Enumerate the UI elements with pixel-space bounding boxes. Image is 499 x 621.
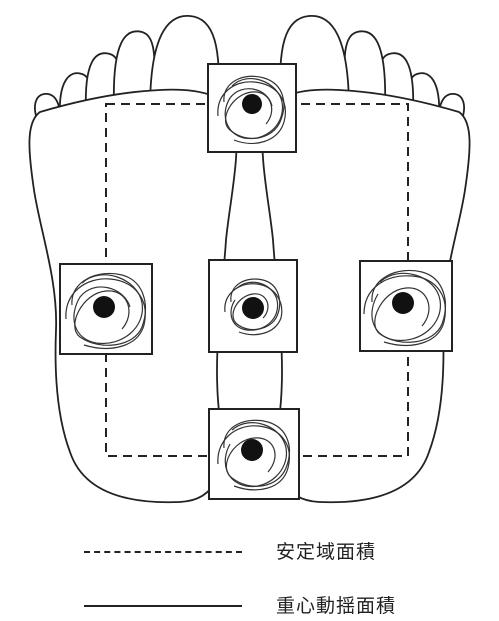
dashed-line-sample [84,551,242,553]
legend-item-stability-area: 安定域面積 [84,537,414,567]
solid-line-sample [84,605,242,607]
legend-label-stability-area: 安定域面積 [276,537,376,567]
measurement-point-center [209,260,297,352]
center-of-pressure-marker [242,94,262,114]
measurement-point-heel [209,409,299,499]
measurement-point-left [60,264,152,354]
legend-item-sway-area: 重心動揺面積 [84,591,414,621]
left-foot [29,16,237,502]
center-of-pressure-marker [93,296,115,318]
center-of-pressure-marker [392,292,414,314]
center-of-pressure-marker [242,297,264,319]
legend-label-sway-area: 重心動揺面積 [276,591,396,621]
center-of-pressure-marker [241,439,263,461]
measurement-point-right [360,261,452,351]
measurement-point-toe [208,64,296,152]
